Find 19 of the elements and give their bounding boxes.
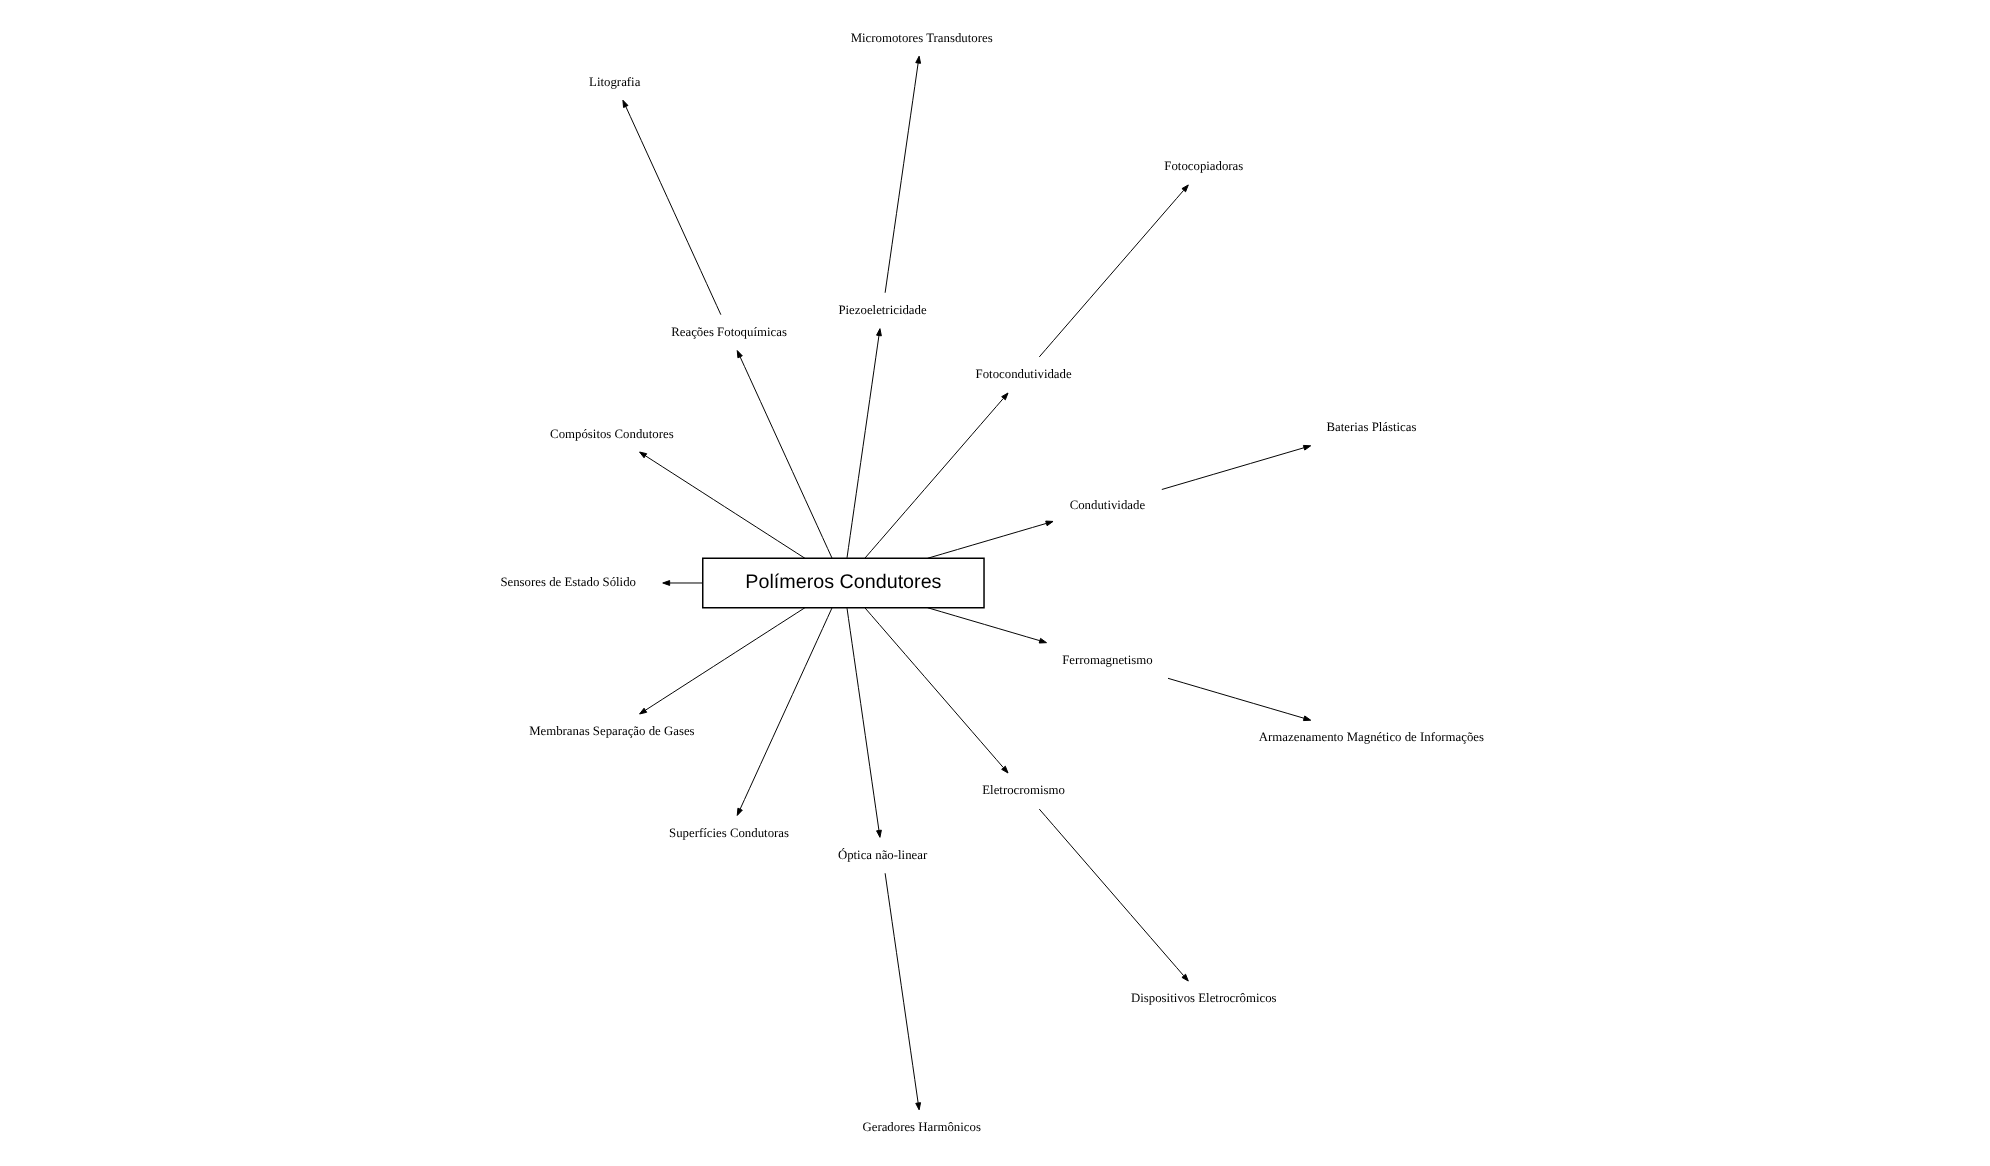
arrow <box>927 520 1054 559</box>
arrow <box>927 607 1047 644</box>
arrow <box>846 607 882 838</box>
arrow <box>1167 677 1312 722</box>
arrow <box>864 607 1009 774</box>
arrow <box>1161 444 1312 490</box>
arrow <box>736 607 833 816</box>
arrow <box>736 350 833 559</box>
arrow <box>884 55 922 294</box>
arrow <box>884 872 922 1111</box>
arrow <box>1038 808 1189 982</box>
node-box: Polímeros Condutores <box>702 557 985 609</box>
arrow <box>864 392 1009 559</box>
arrow <box>662 580 704 586</box>
arrow <box>622 99 722 316</box>
arrow <box>1038 184 1189 358</box>
arrow <box>639 607 806 715</box>
arrow <box>639 451 806 559</box>
arrow <box>846 328 882 559</box>
